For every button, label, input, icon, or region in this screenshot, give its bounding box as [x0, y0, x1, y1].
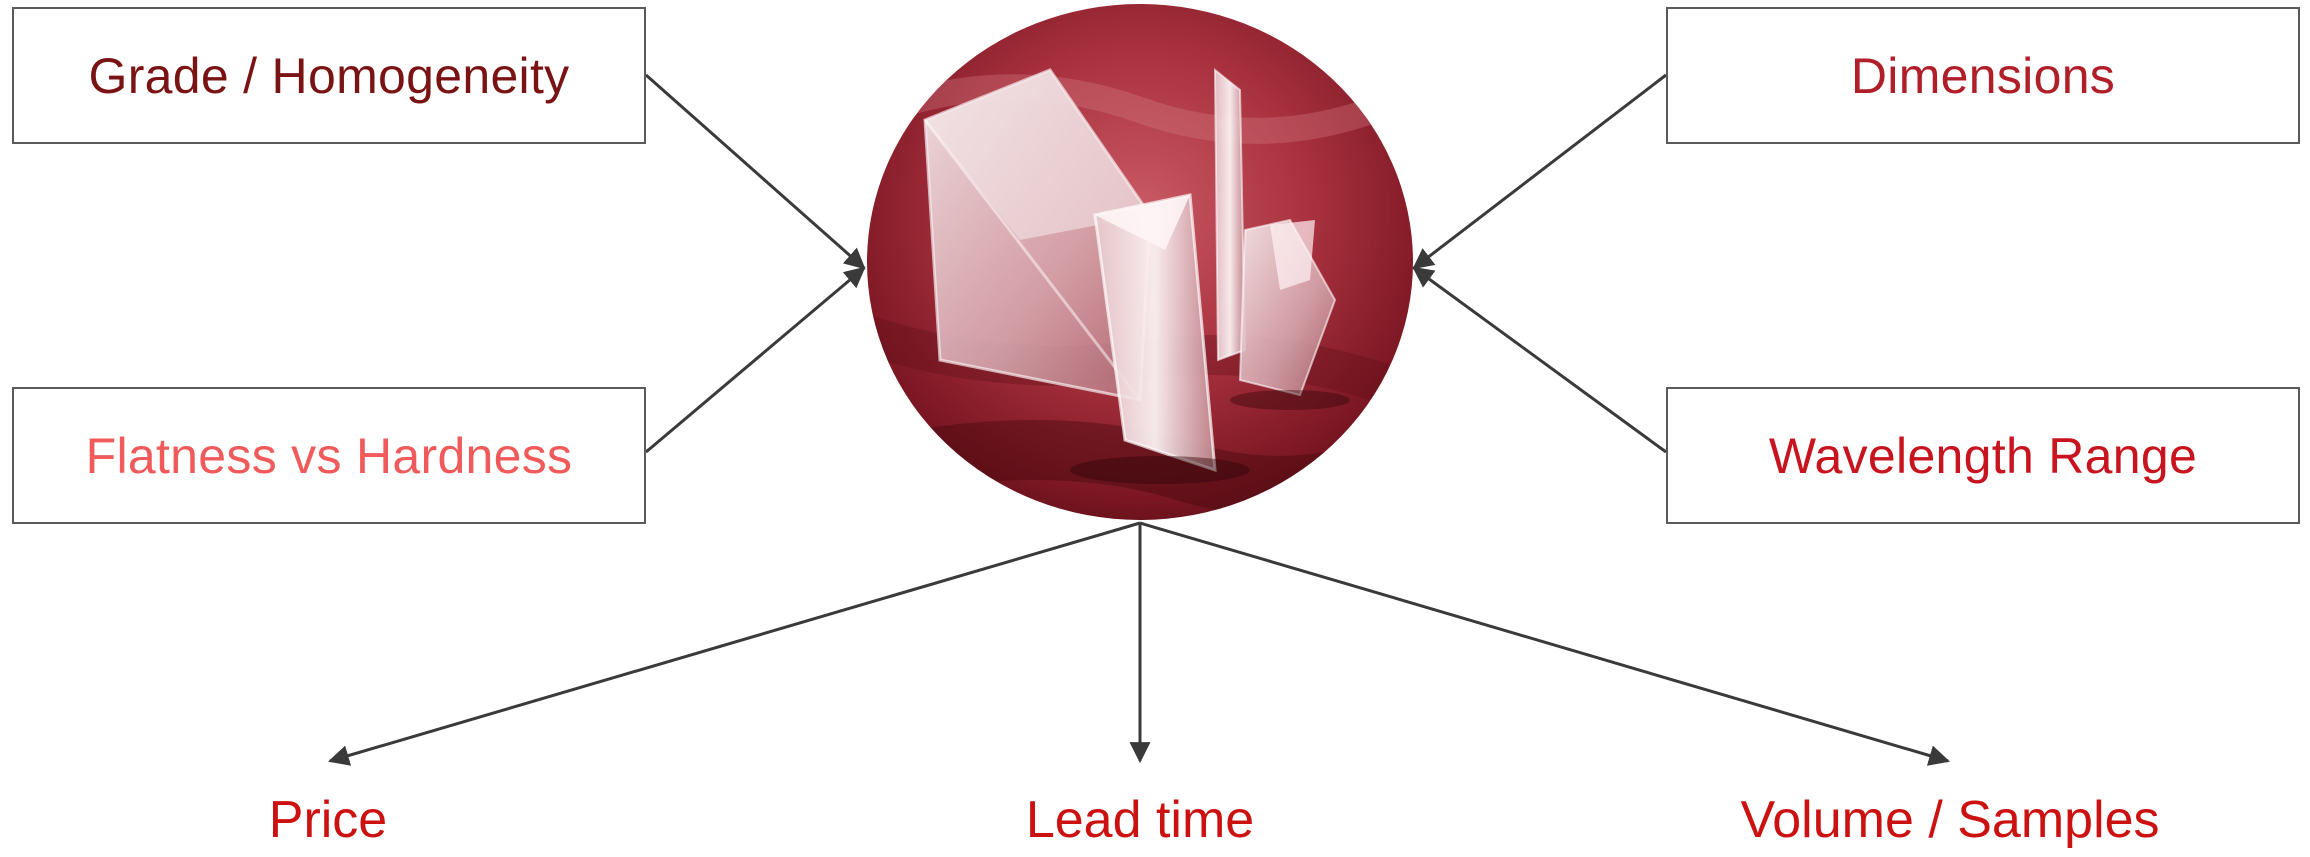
input-box-flatness: Flatness vs Hardness — [12, 387, 646, 524]
input-box-grade: Grade / Homogeneity — [12, 7, 646, 144]
input-label-dimensions: Dimensions — [1851, 47, 2115, 105]
arrow-center-to-volume — [1140, 523, 1948, 761]
arrow-dimensions-to-center — [1414, 75, 1666, 268]
input-box-wavelength: Wavelength Range — [1666, 387, 2300, 524]
input-label-wavelength: Wavelength Range — [1769, 427, 2197, 485]
output-label-leadtime: Lead time — [1026, 790, 1254, 854]
arrow-wavelength-to-center — [1414, 268, 1666, 452]
optical-prisms-photo — [850, 4, 1430, 520]
output-label-volume: Volume / Samples — [1740, 790, 2159, 854]
input-label-grade: Grade / Homogeneity — [89, 47, 570, 105]
output-label-price: Price — [269, 790, 387, 854]
input-label-flatness: Flatness vs Hardness — [86, 427, 573, 485]
arrow-grade-to-center — [646, 75, 864, 268]
input-box-dimensions: Dimensions — [1666, 7, 2300, 144]
arrow-flatness-to-center — [646, 268, 864, 452]
arrow-center-to-price — [330, 523, 1140, 761]
